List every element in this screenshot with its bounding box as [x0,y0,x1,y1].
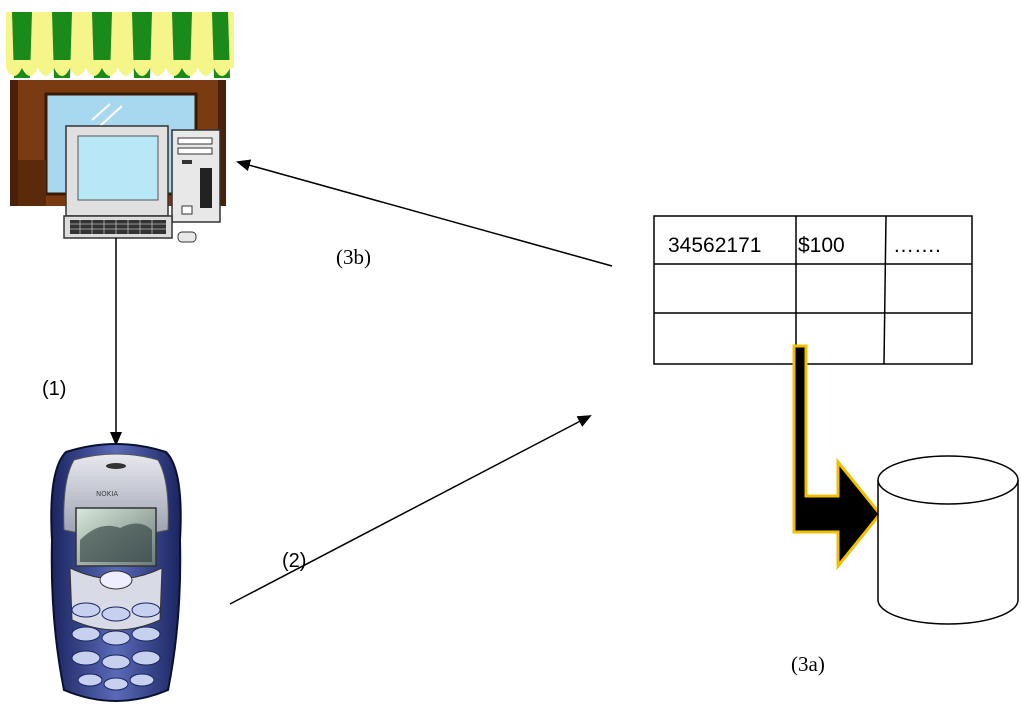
label-step-3b: (3b) [336,245,371,270]
computer-icon [64,126,220,242]
label-step-3a: (3a) [791,652,825,677]
arrow-phone-to-table [230,416,590,604]
phone-brand-label: NOKIA [96,490,118,498]
shop-awning [6,12,234,78]
label-step-2: (2) [282,550,306,573]
database-cylinder-icon [878,456,1018,624]
block-arrow-icon [794,346,880,566]
label-step-1: (1) [42,378,66,401]
table-cell-0-2: ……. [893,234,941,258]
mobile-phone-icon [51,444,180,701]
arrow-table-to-shop [238,162,612,266]
table-cell-0-0: 34562171 [668,234,761,258]
table-cell-0-1: $100 [798,234,845,258]
shop-with-computer-icon [6,12,234,242]
